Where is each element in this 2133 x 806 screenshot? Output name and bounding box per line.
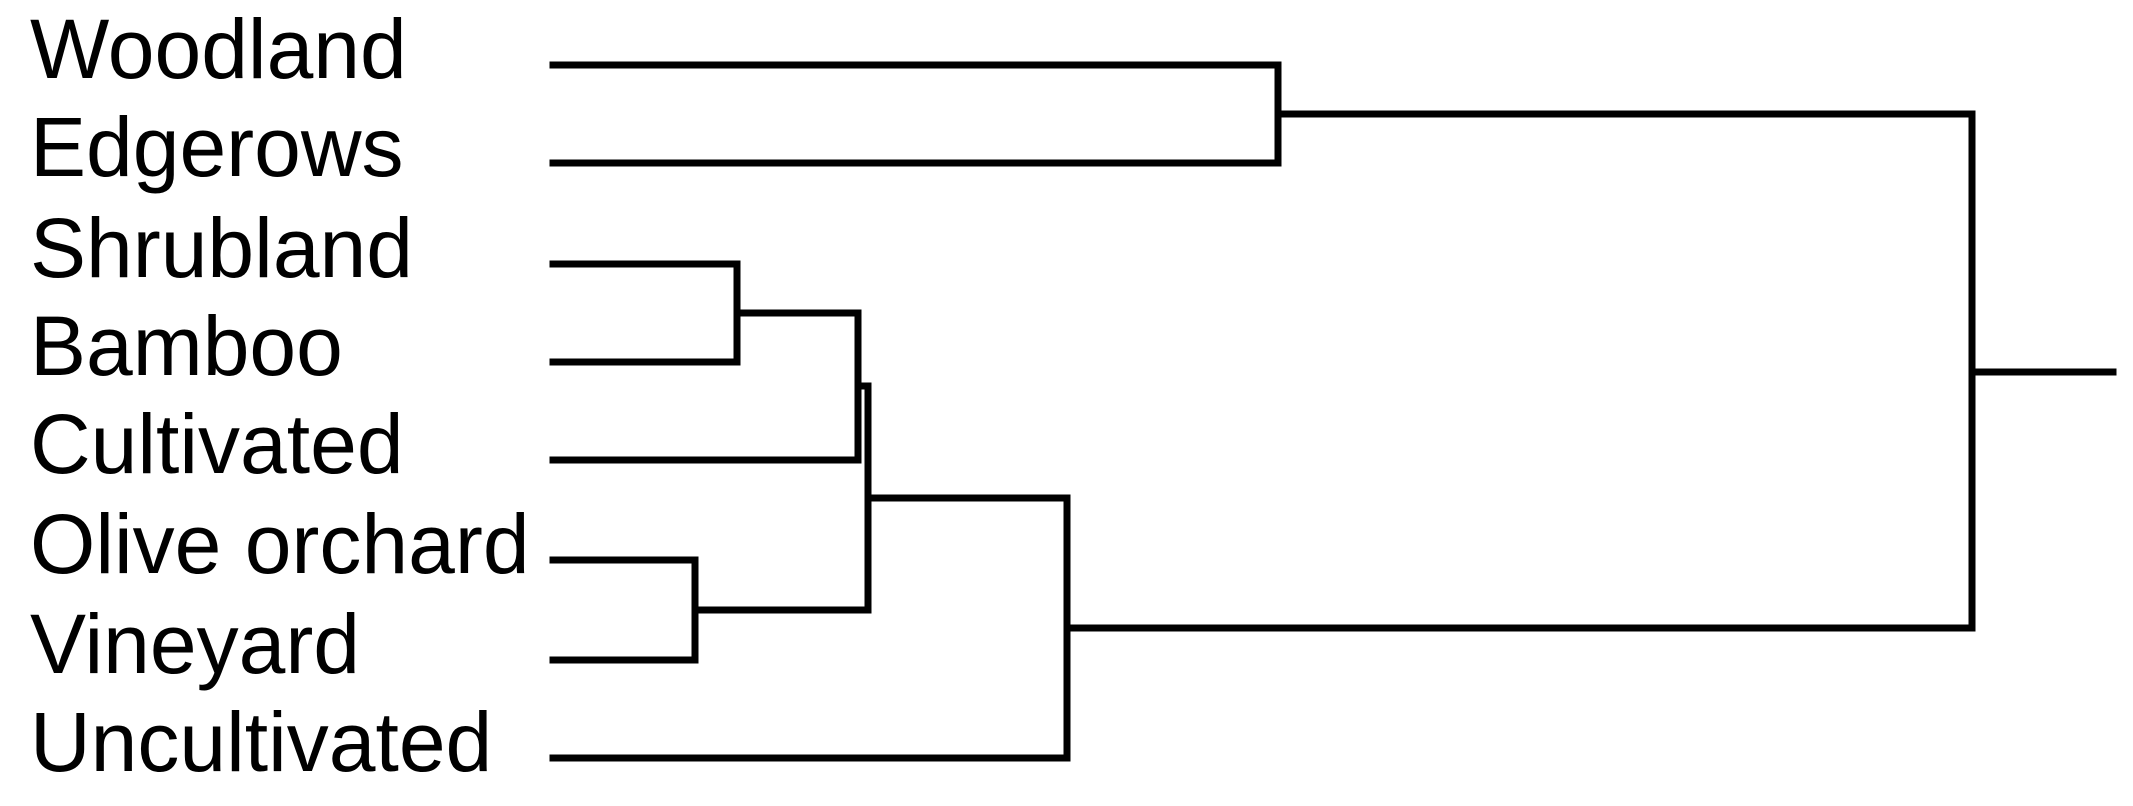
leaf-label-edgerows: Edgerows: [30, 100, 404, 194]
leaf-label-woodland: Woodland: [30, 2, 407, 96]
leaf-label-bamboo: Bamboo: [30, 299, 343, 393]
leaf-label-cultivated: Cultivated: [30, 397, 404, 491]
leaf-label-uncultivated: Uncultivated: [30, 695, 493, 789]
leaf-label-olive-orchard: Olive orchard: [30, 497, 530, 591]
leaf-label-shrubland: Shrubland: [30, 201, 413, 295]
leaf-label-vineyard: Vineyard: [30, 597, 361, 691]
